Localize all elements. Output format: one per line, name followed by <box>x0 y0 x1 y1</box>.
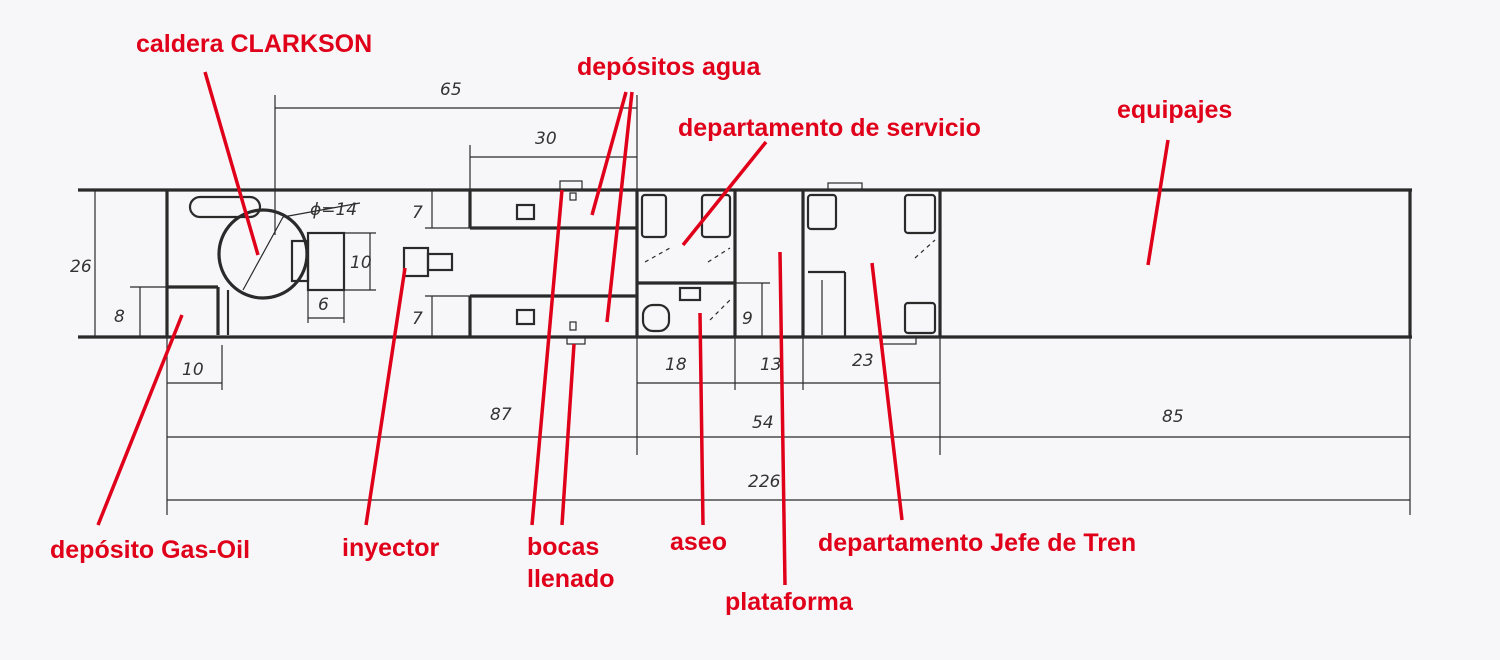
label-equipajes: equipajes <box>1117 96 1232 124</box>
injector-shape <box>402 246 454 278</box>
dimension-lines <box>94 95 1411 515</box>
platform-and-chief <box>801 182 942 345</box>
label-departamento-servicio: departamento de servicio <box>678 114 981 142</box>
label-aseo: aseo <box>670 528 727 556</box>
dim-6: 6 <box>318 295 329 315</box>
car-outline <box>78 188 1412 339</box>
dim-226: 226 <box>748 472 781 492</box>
dim-9: 9 <box>742 309 753 329</box>
boiler-section <box>167 195 346 335</box>
dim-54: 54 <box>752 413 774 433</box>
dim-85: 85 <box>1162 407 1184 427</box>
label-depositos-agua: depósitos agua <box>577 53 761 81</box>
dim-phi-14: ϕ=14 <box>310 200 357 220</box>
dim-23: 23 <box>852 351 874 371</box>
dim-10-vertical: 10 <box>350 253 372 273</box>
dim-7-top: 7 <box>412 203 423 223</box>
dim-8: 8 <box>114 307 125 327</box>
leader-lines <box>96 71 1170 586</box>
dimension-texts: 65 30 26 8 7 7 10 6 ϕ=14 10 9 18 13 23 8… <box>70 80 1184 492</box>
service-and-toilet <box>635 190 737 337</box>
dim-18: 18 <box>665 355 687 375</box>
label-bocas: bocas <box>527 533 599 561</box>
dim-30: 30 <box>535 129 557 149</box>
label-departamento-jefe: departamento Jefe de Tren <box>818 529 1136 557</box>
dim-65: 65 <box>440 80 462 100</box>
labels: caldera CLARKSON depósitos agua departam… <box>50 30 1232 616</box>
label-deposito-gasoil: depósito Gas-Oil <box>50 536 250 564</box>
dim-26: 26 <box>70 257 92 277</box>
dim-87: 87 <box>490 405 512 425</box>
label-llenado: llenado <box>527 565 615 593</box>
dim-13: 13 <box>760 355 782 375</box>
label-inyector: inyector <box>342 534 440 562</box>
dim-7-bottom: 7 <box>412 309 423 329</box>
label-caldera: caldera CLARKSON <box>136 30 372 58</box>
label-plataforma: plataforma <box>725 588 854 616</box>
dim-10-horizontal: 10 <box>182 360 204 380</box>
